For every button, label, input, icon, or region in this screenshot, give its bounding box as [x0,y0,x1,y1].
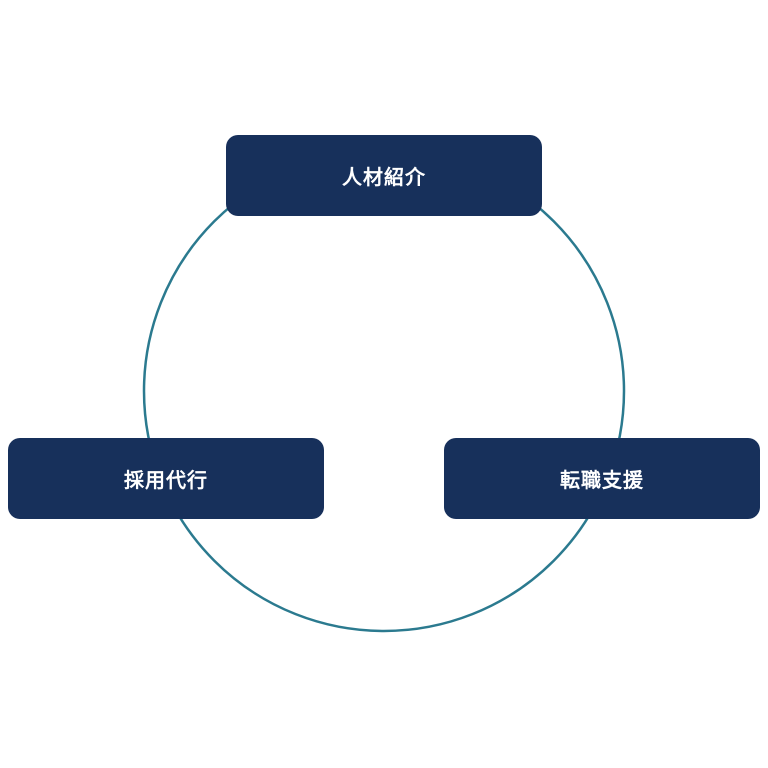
node-top: 人材紹介 [226,135,542,216]
node-top-label: 人材紹介 [342,165,426,189]
node-right: 転職支援 [444,438,760,519]
node-left-label: 採用代行 [124,468,208,492]
node-right-label: 転職支援 [560,468,644,492]
ring-circle [142,149,626,633]
node-left: 採用代行 [8,438,324,519]
